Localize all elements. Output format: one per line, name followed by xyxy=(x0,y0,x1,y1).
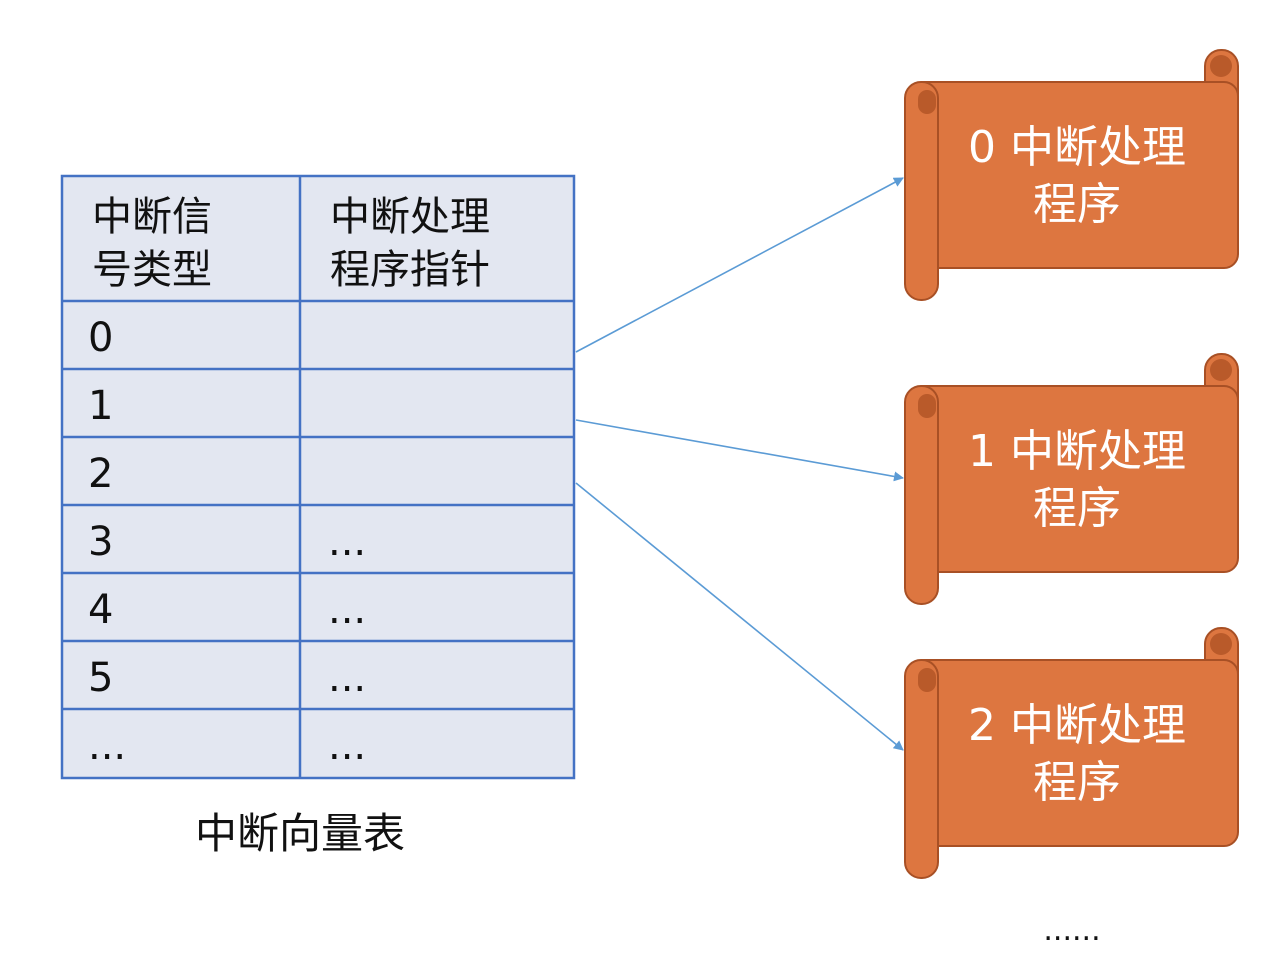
row-pointer-cell: ... xyxy=(328,723,366,769)
handler-title-line1: 0 中断处理 xyxy=(968,122,1186,173)
row-type-cell: 2 xyxy=(88,451,113,497)
arrow-to-handler-0 xyxy=(575,177,904,353)
vector-table: 中断信 号类型 中断处理 程序指针 0 1 2 3... 4... 5......... xyxy=(60,174,576,780)
header-type-line2: 号类型 xyxy=(92,247,212,293)
row-type-cell: 1 xyxy=(88,383,113,429)
row-pointer-cell: ... xyxy=(328,655,366,701)
row-type-cell: 4 xyxy=(88,587,113,633)
row-pointer-cell: ... xyxy=(328,587,366,633)
handler-title-line2: 程序 xyxy=(1033,757,1121,808)
arrow-to-handler-1 xyxy=(575,419,904,482)
header-pointer-line2: 程序指针 xyxy=(330,247,490,293)
row-pointer-cell: ... xyxy=(328,519,366,565)
handler-title-line1: 1 中断处理 xyxy=(968,426,1186,477)
row-type-cell: 3 xyxy=(88,519,113,565)
handler-title-line2: 程序 xyxy=(1033,483,1121,534)
handler-title-line1: 2 中断处理 xyxy=(968,700,1186,751)
row-type-cell: ... xyxy=(88,723,126,769)
row-type-cell: 0 xyxy=(88,315,113,361)
header-type-line1: 中断信 xyxy=(92,194,212,240)
handler-title-line2: 程序 xyxy=(1033,179,1121,230)
table-caption: 中断向量表 xyxy=(195,809,405,858)
header-pointer-line1: 中断处理 xyxy=(330,194,490,240)
row-type-cell: 5 xyxy=(88,655,113,701)
arrow-to-handler-2 xyxy=(575,482,904,751)
more-handlers-ellipsis: ...... xyxy=(1043,913,1100,948)
